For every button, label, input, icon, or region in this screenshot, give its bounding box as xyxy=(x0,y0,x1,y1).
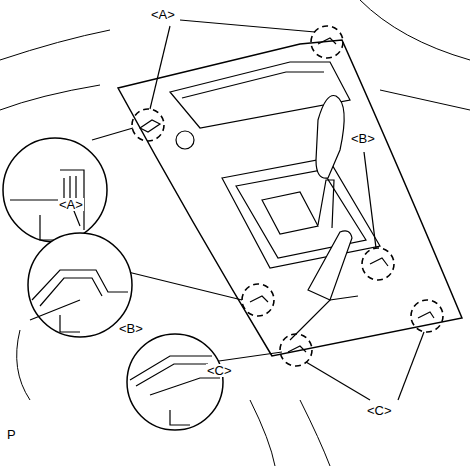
figure-code: P xyxy=(6,428,17,441)
callout-label: <A> xyxy=(150,8,176,21)
callout-label: <B> xyxy=(350,132,376,145)
callout-label: <C> xyxy=(366,404,393,417)
inset-label: <B> xyxy=(118,322,144,335)
inset-label: <A> xyxy=(58,198,84,211)
inset-label: <C> xyxy=(206,364,233,377)
